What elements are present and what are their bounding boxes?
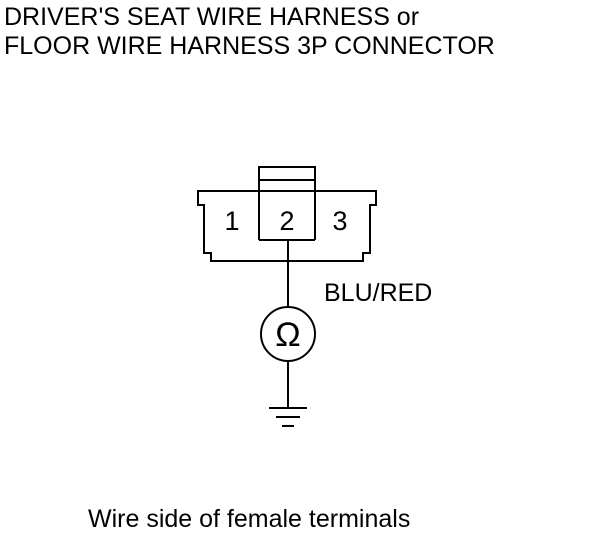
terminal-number-3: 3 xyxy=(332,206,347,236)
title-line-2: FLOOR WIRE HARNESS 3P CONNECTOR xyxy=(4,32,495,60)
diagram-caption: Wire side of female terminals xyxy=(88,505,411,533)
terminal-number-1: 1 xyxy=(224,206,239,236)
diagram-title: DRIVER'S SEAT WIRE HARNESS or FLOOR WIRE… xyxy=(4,3,495,61)
connector-body xyxy=(197,190,377,262)
ohm-icon: Ω xyxy=(275,316,300,354)
title-line-1: DRIVER'S SEAT WIRE HARNESS or xyxy=(4,3,420,31)
wire-color-label: BLU/RED xyxy=(324,279,432,307)
terminal-number-2: 2 xyxy=(279,206,294,236)
ground-icon xyxy=(269,407,307,427)
